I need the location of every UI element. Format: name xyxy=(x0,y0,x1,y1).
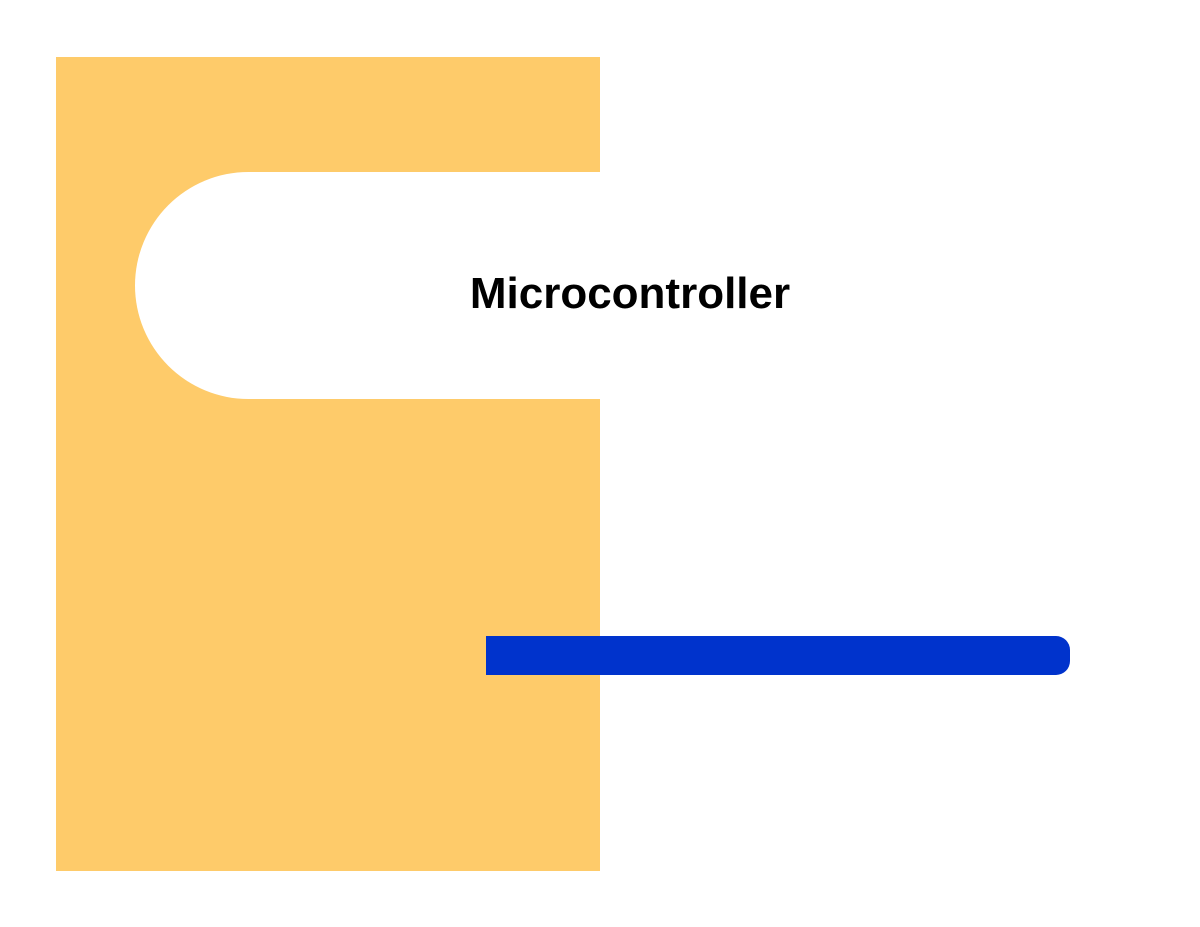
slide-title: Microcontroller xyxy=(469,269,791,318)
title-cutout-shape xyxy=(135,172,600,399)
accent-bar xyxy=(486,636,1070,675)
